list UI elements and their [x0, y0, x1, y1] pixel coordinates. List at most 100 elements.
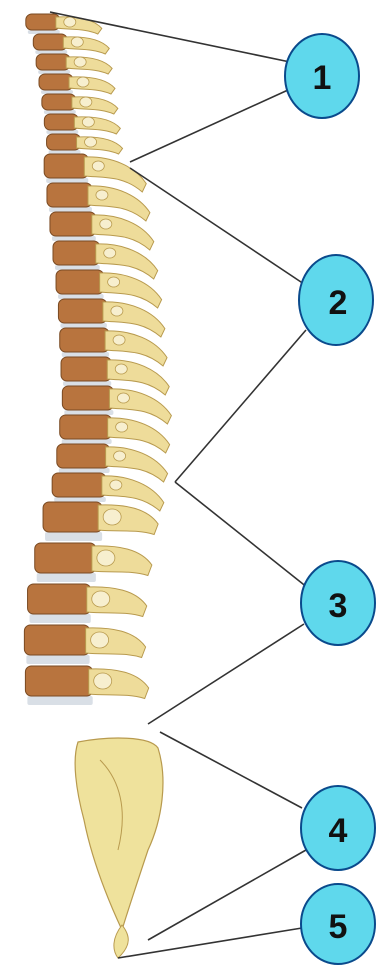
vertebral-body: [35, 543, 96, 573]
intervertebral-disc: [63, 381, 111, 386]
vertebral-body: [47, 183, 92, 207]
intervertebral-disc: [54, 497, 106, 502]
articular-facet: [77, 77, 89, 87]
leader-line: [130, 90, 288, 162]
vertebral-body: [25, 666, 92, 696]
callout-1-label: 1: [313, 59, 332, 97]
vertebra: [33, 34, 109, 54]
articular-facet: [85, 137, 97, 147]
articular-facet: [96, 190, 108, 200]
articular-facet: [64, 17, 76, 27]
intervertebral-disc: [30, 614, 91, 623]
vertebra: [47, 134, 123, 154]
articular-facet: [108, 277, 120, 287]
articular-facet: [116, 422, 128, 432]
intervertebral-disc: [62, 352, 109, 357]
intervertebral-disc: [37, 573, 96, 582]
vertebral-body: [57, 444, 110, 468]
intervertebral-disc: [60, 323, 106, 328]
intervertebral-disc: [64, 410, 113, 415]
vertebral-process: [72, 97, 118, 114]
intervertebral-disc: [62, 439, 112, 444]
vertebral-body: [50, 212, 96, 236]
leader-line: [175, 330, 306, 482]
articular-facet: [114, 451, 126, 461]
vertebral-body: [44, 114, 78, 130]
vertebral-body: [47, 134, 81, 150]
vertebral-body: [36, 54, 70, 70]
vertebral-process: [66, 57, 112, 74]
callout-2-label: 2: [329, 284, 348, 322]
vertebral-body: [52, 473, 106, 497]
vertebral-body: [58, 299, 106, 323]
vertebra: [36, 54, 112, 74]
leader-line: [175, 482, 308, 588]
vertebral-body: [61, 357, 111, 381]
articular-facet: [117, 393, 129, 403]
vertebral-body: [28, 584, 91, 614]
intervertebral-disc: [52, 236, 96, 241]
articular-facet: [71, 37, 83, 47]
intervertebral-disc: [35, 50, 67, 54]
vertebral-body: [26, 14, 60, 30]
vertebral-process: [56, 17, 102, 34]
vertebra: [24, 625, 145, 664]
vertebra: [35, 543, 152, 582]
intervertebral-disc: [45, 532, 102, 541]
vertebral-body: [43, 502, 102, 532]
vertebral-process: [69, 77, 115, 94]
vertebra: [43, 502, 158, 541]
vertebra: [42, 94, 118, 114]
vertebral-body: [60, 415, 112, 439]
articular-facet: [100, 219, 112, 229]
vertebra: [26, 14, 102, 34]
callout-4-label: 4: [329, 812, 348, 850]
vertebral-body: [42, 94, 76, 110]
intervertebral-disc: [46, 130, 78, 134]
vertebral-body: [24, 625, 89, 655]
vertebral-body: [60, 328, 109, 352]
callout-3-label: 3: [329, 587, 348, 625]
intervertebral-disc: [46, 178, 88, 183]
articular-facet: [92, 161, 104, 171]
callout-5-label: 5: [329, 908, 348, 946]
articular-facet: [92, 591, 110, 607]
vertebral-body: [53, 241, 100, 265]
articular-facet: [94, 673, 112, 689]
sacrum: [75, 738, 163, 930]
articular-facet: [74, 57, 86, 67]
leader-line: [118, 928, 302, 958]
intervertebral-disc: [55, 265, 100, 270]
callout-5: 5: [301, 884, 375, 964]
articular-facet: [82, 117, 94, 127]
spinal-column: [24, 14, 171, 958]
vertebra: [39, 74, 115, 94]
intervertebral-disc: [58, 294, 104, 299]
intervertebral-disc: [44, 110, 76, 114]
callout-1: 1: [285, 34, 359, 118]
articular-facet: [113, 335, 125, 345]
vertebral-body: [62, 386, 113, 410]
intervertebral-disc: [59, 468, 110, 473]
vertebral-process: [74, 117, 120, 134]
callout-3: 3: [301, 561, 375, 645]
articular-facet: [91, 632, 109, 648]
articular-facet: [110, 480, 122, 490]
intervertebral-disc: [49, 207, 92, 212]
articular-facet: [111, 306, 123, 316]
articular-facet: [115, 364, 127, 374]
leader-line: [50, 12, 290, 62]
leader-line: [160, 732, 302, 808]
vertebral-body: [39, 74, 73, 90]
leader-line: [130, 168, 304, 284]
vertebral-body: [56, 270, 104, 294]
callout-4: 4: [301, 786, 375, 870]
vertebra: [28, 584, 147, 623]
articular-facet: [97, 550, 115, 566]
callout-2: 2: [299, 255, 373, 345]
intervertebral-disc: [27, 696, 92, 705]
vertebral-body: [33, 34, 67, 50]
vertebra: [25, 666, 148, 705]
coccyx: [114, 925, 128, 958]
